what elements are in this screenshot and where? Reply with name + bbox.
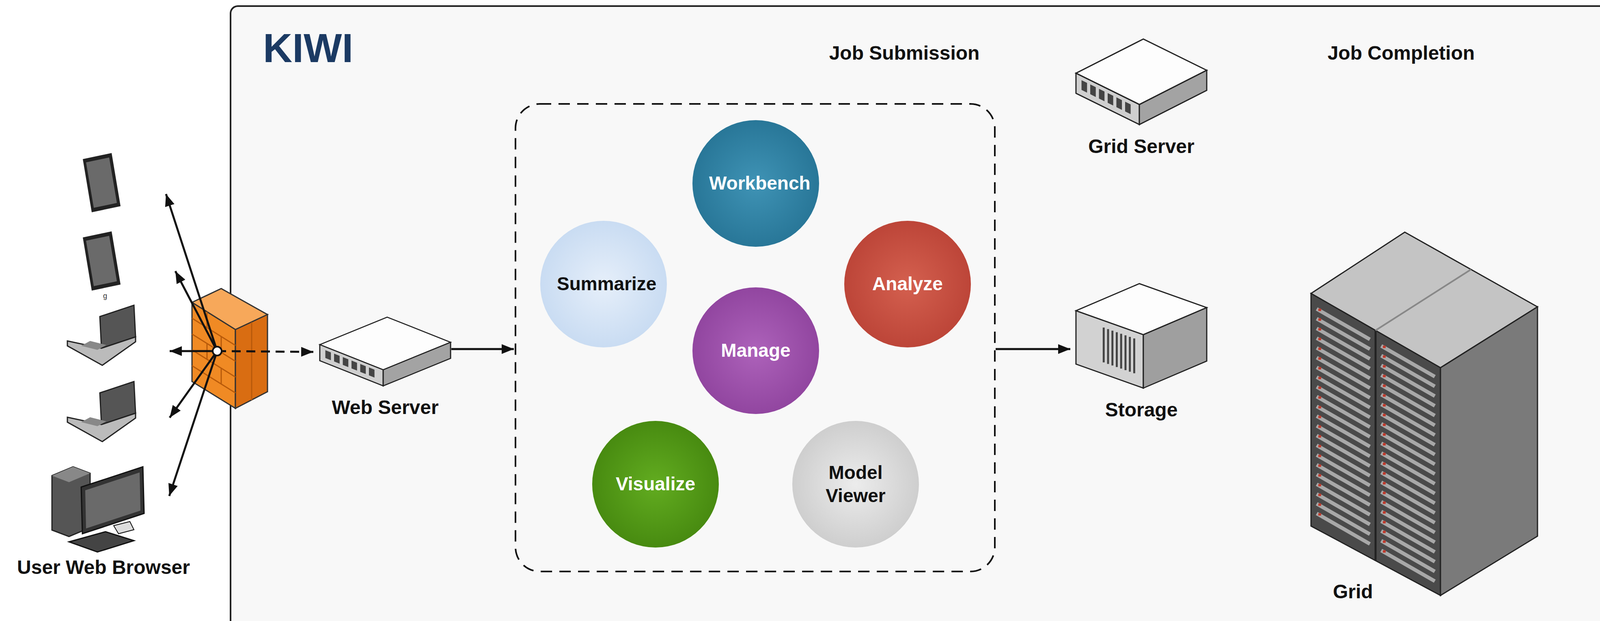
storage-icon [1074, 282, 1209, 390]
system-boundary: KIWI Web Server WorkbenchSummarize AnalyzeM… [229, 5, 1600, 621]
server-icon-holder [1074, 37, 1209, 127]
server-icon [318, 315, 453, 388]
component-label: Storage [1105, 398, 1178, 421]
modules-to-storage-arrow [995, 348, 1071, 351]
kiwi-ground [229, 5, 1600, 621]
small-note: g [103, 291, 108, 301]
system-title: KIWI [263, 24, 354, 72]
module-circle: Visualize [592, 420, 719, 548]
server-icon [1074, 37, 1209, 127]
tablet-icon [82, 231, 121, 291]
component-label: Grid Server [1088, 135, 1195, 158]
module-group-outline [515, 103, 995, 572]
grid-rack-illustration [1308, 228, 1544, 607]
edge-label: Job Submission [825, 41, 984, 65]
component-node: Web Server [318, 315, 453, 438]
module-circle: Analyze [844, 220, 971, 348]
component-node: User Web Browser [0, 146, 208, 585]
module-label: Summarize [556, 272, 651, 296]
user-devices-illustration [0, 146, 199, 585]
firewall-links [166, 194, 314, 496]
tablet-icon [82, 153, 121, 213]
desktop-icon [51, 466, 145, 553]
component-node: Grid [1308, 228, 1544, 607]
edge-label: Job Completion [1324, 41, 1479, 65]
module-label: Visualize [615, 472, 696, 496]
module-label: Manage [720, 338, 791, 363]
server-icon-holder [318, 315, 453, 388]
storage-icon-holder [1074, 282, 1209, 390]
laptop-icon [67, 381, 136, 442]
module-label: Model Viewer [808, 461, 903, 508]
module-label: Workbench [709, 171, 803, 196]
component-label: Grid [1332, 580, 1374, 603]
module-label: Analyze [872, 272, 943, 296]
module-circle: Model Viewer [792, 420, 919, 548]
module-circle: Summarize [540, 220, 667, 348]
component-node: Grid Server [1074, 37, 1209, 156]
firewall-hub [212, 346, 222, 356]
component-label: User Web Browser [0, 556, 208, 579]
module-circle: Manage [692, 287, 820, 415]
component-label: Web Server [331, 396, 439, 419]
component-node: Storage [1074, 282, 1209, 421]
module-circle: Workbench [692, 120, 820, 247]
web-to-modules-arrow [451, 348, 514, 351]
laptop-icon [67, 305, 136, 366]
